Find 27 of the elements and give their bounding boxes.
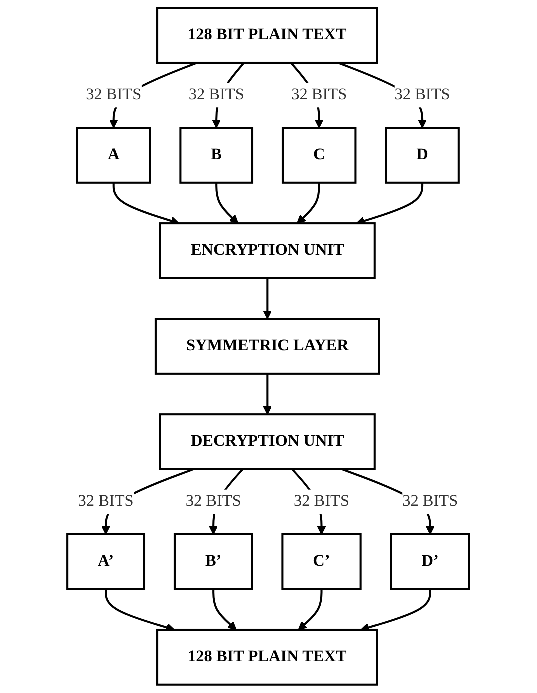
arrow (296, 182, 320, 224)
node-box: 128 BIT PLAIN TEXT (156, 7, 378, 64)
arrow (216, 182, 239, 224)
node-box: 128 BIT PLAIN TEXT (156, 628, 378, 686)
node-box: DECRYPTION UNIT (159, 414, 376, 470)
node-box: C’ (282, 533, 362, 590)
edge-label: 32 BITS (188, 86, 244, 104)
edge-label: 32 BITS (86, 86, 142, 104)
node-box: D (385, 127, 460, 184)
node-box: SYMMETRIC LAYER (154, 318, 380, 375)
arrow (298, 589, 323, 630)
node-box: B’ (174, 533, 254, 590)
edge-label: 32 BITS (78, 492, 134, 510)
node-box: A’ (66, 533, 146, 590)
node-box: C (282, 127, 357, 184)
edge-label: 32 BITS (394, 86, 450, 104)
arrow (212, 589, 237, 630)
node-box: A (76, 127, 152, 184)
edge-label: 32 BITS (292, 86, 348, 104)
edge-label: 32 BITS (294, 492, 350, 510)
node-box: ENCRYPTION UNIT (159, 222, 376, 280)
edge-label: 32 BITS (186, 492, 242, 510)
node-box: D’ (390, 533, 470, 590)
arrow (263, 374, 272, 415)
arrow (263, 278, 272, 320)
node-box: B (180, 127, 254, 184)
edge-label: 32 BITS (402, 492, 458, 510)
